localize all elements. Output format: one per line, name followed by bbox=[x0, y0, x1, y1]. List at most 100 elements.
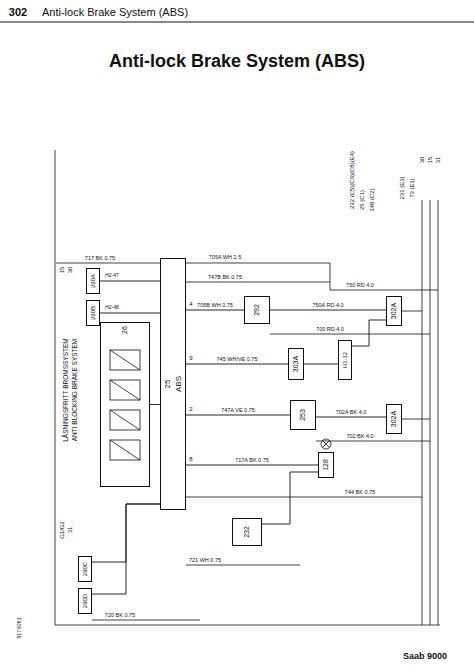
component-box: 26 bbox=[100, 322, 150, 487]
valve-symbol bbox=[110, 380, 140, 400]
component-number: 290A bbox=[90, 274, 97, 288]
valve-symbol bbox=[110, 440, 140, 460]
wire-label: 231 (E3) bbox=[399, 175, 406, 200]
wire-connector bbox=[186, 364, 288, 365]
wire-label: 9 bbox=[188, 355, 193, 362]
text-holder: 253 bbox=[299, 409, 307, 421]
component-number: 128 bbox=[322, 459, 330, 471]
valve-symbol bbox=[110, 440, 140, 460]
wire-label: 747B BK 0.75 bbox=[207, 274, 243, 280]
wire-label: 73 (E1) bbox=[409, 177, 416, 199]
wire-connector bbox=[150, 404, 160, 405]
wire-label: 2 bbox=[188, 406, 193, 413]
wire-label: 721 WH 0.75 bbox=[188, 557, 222, 563]
wire bbox=[402, 311, 422, 312]
component-box: 302A bbox=[386, 296, 402, 326]
lamp-symbol bbox=[323, 441, 330, 448]
component-box: 303A bbox=[288, 348, 304, 380]
wire-label: G1/G2 bbox=[59, 520, 66, 540]
component-number: 232 bbox=[243, 526, 251, 538]
text-holder: 290C bbox=[82, 562, 89, 576]
wire-label: LÅSNINGSFRITT BROMSSYSTEM bbox=[62, 337, 69, 443]
valve-symbol bbox=[110, 350, 140, 370]
wire-connector bbox=[304, 364, 338, 365]
wire-label: H2-47 bbox=[104, 273, 120, 279]
wire bbox=[92, 620, 200, 621]
component-number: H1-12 bbox=[342, 352, 349, 368]
wire-label: 31 bbox=[435, 156, 442, 165]
component-box: 253 bbox=[290, 400, 316, 430]
component-number: 25 bbox=[163, 380, 172, 389]
text-holder: 290A bbox=[90, 274, 97, 288]
text-holder: 290D bbox=[82, 594, 89, 608]
wire-connector bbox=[316, 417, 386, 418]
wire-connector bbox=[270, 310, 386, 311]
wire-label: 15 bbox=[59, 266, 66, 275]
component-box: 302A bbox=[386, 404, 402, 434]
component-box: 128 bbox=[318, 452, 334, 478]
valve-symbol bbox=[110, 410, 140, 430]
wire-connector bbox=[100, 281, 160, 282]
bus-line bbox=[430, 200, 431, 625]
text-holder: H1-12 bbox=[342, 352, 349, 368]
wire-connector bbox=[186, 310, 244, 311]
component-number: 303A bbox=[292, 356, 300, 372]
component-box: 290C bbox=[78, 556, 92, 582]
wire-label: H2-48 bbox=[104, 305, 120, 311]
wire-label: 717 BK 0.75 bbox=[84, 255, 116, 261]
wire bbox=[316, 441, 430, 442]
wire-label: 30 bbox=[419, 156, 426, 165]
bus-line bbox=[438, 200, 439, 625]
component-number: 292 bbox=[253, 304, 261, 316]
wire-label: 700 RD 4.0 bbox=[315, 326, 345, 332]
wire-label: 745 WH/VE 0.75 bbox=[216, 356, 259, 362]
page-header: 302 bbox=[8, 6, 28, 18]
wire bbox=[186, 497, 422, 498]
ground-line bbox=[55, 625, 440, 626]
wire-label: 747A VE 0.75 bbox=[220, 407, 256, 413]
wire bbox=[402, 419, 430, 420]
valve-symbol bbox=[110, 380, 140, 400]
wire bbox=[186, 282, 330, 283]
valve-symbol bbox=[110, 410, 140, 430]
component-number: 253 bbox=[299, 409, 307, 421]
text-holder: 25 bbox=[163, 380, 172, 389]
component-box: 232 bbox=[232, 518, 262, 546]
frame-line bbox=[55, 150, 56, 625]
component-box: H1-12 bbox=[338, 340, 352, 380]
component-box: 290A bbox=[86, 268, 100, 294]
wire-connector bbox=[262, 472, 318, 524]
diagram-title: Anti-lock Brake System (ABS) bbox=[108, 52, 366, 72]
component-number: 290C bbox=[82, 562, 89, 576]
text-holder: 302A bbox=[390, 411, 398, 427]
page-footer: Saab 9000 bbox=[402, 652, 448, 662]
wire-label: 750A RD 4.0 bbox=[311, 302, 344, 308]
wire-label: 702 BK 4.0 bbox=[345, 433, 374, 439]
wire-connector bbox=[186, 415, 290, 416]
wire-label: 232 (C5)(C6)(C8)(E4) bbox=[349, 150, 356, 210]
wire bbox=[56, 263, 160, 264]
wire-label: 348 (C2) bbox=[369, 187, 376, 212]
page-header: Anti-lock Brake System (ABS) bbox=[41, 6, 189, 18]
text-holder: 128 bbox=[322, 459, 330, 471]
valve-symbol bbox=[110, 350, 140, 370]
wire-label: 717A BK 0.75 bbox=[234, 457, 270, 463]
wire-label: ANTI BLOCKING BRAKE SYSTEM bbox=[71, 338, 78, 443]
component-number: 302A bbox=[390, 303, 398, 319]
wire-connector bbox=[352, 320, 386, 346]
bus-line bbox=[422, 200, 423, 625]
component-box: 292 bbox=[244, 296, 270, 324]
wire-label: 705A WH 2.5 bbox=[208, 254, 242, 260]
wire-label: 917 6261 bbox=[17, 617, 23, 640]
wire-connector bbox=[100, 313, 160, 314]
wire-label: 744 BK 0.75 bbox=[344, 489, 376, 495]
wire-label: 15 bbox=[427, 156, 434, 165]
wire bbox=[330, 263, 331, 290]
component-box: 290D bbox=[78, 588, 92, 614]
wire-label: 8 bbox=[188, 456, 193, 463]
